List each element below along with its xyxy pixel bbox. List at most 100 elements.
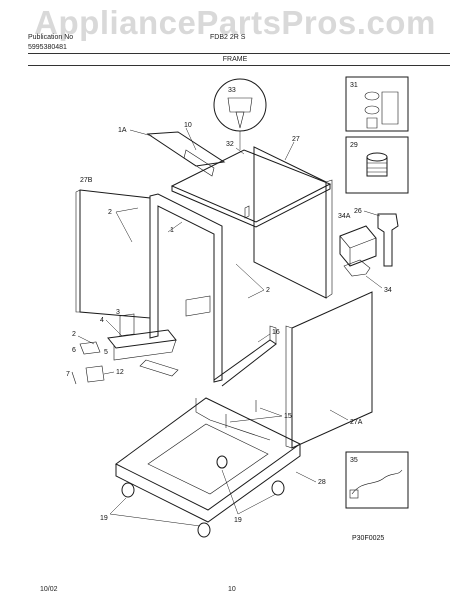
callout-34: 34 (384, 287, 392, 294)
callout-27b: 27B (80, 177, 93, 184)
model-number: FDB2 2R S (210, 34, 246, 41)
side-panel-27: 27 (253, 136, 333, 299)
rail-1a (146, 131, 226, 167)
top-panel-tab (244, 205, 250, 219)
inset-35-box (345, 451, 409, 509)
callout-32: 32 (226, 141, 234, 148)
frame-base-rail (213, 339, 277, 387)
top-panel: 32 (170, 141, 332, 228)
callout-5: 5 (104, 349, 108, 356)
callout-27: 27 (292, 136, 300, 143)
part-12-latch (85, 365, 105, 383)
callout-28: 28 (318, 479, 326, 486)
part-7-strip (139, 359, 179, 377)
side-panel-27b-face (79, 189, 151, 319)
side-panel-27b: 27B (75, 177, 151, 319)
callout-6: 6 (72, 347, 76, 354)
base-tub-recess (147, 423, 269, 495)
footer-date: 10/02 (40, 586, 58, 593)
leader-19-left-a (109, 497, 127, 515)
leader-10 (185, 127, 197, 151)
part-6-lever (79, 341, 101, 355)
control-bracket-face (113, 339, 177, 361)
callout-33: 33 (228, 87, 236, 94)
leader-27 (284, 141, 295, 161)
part-34a-bracket: 34A 34 (338, 213, 392, 294)
bracket-34a-body (339, 225, 377, 267)
inset-29: 29 (345, 136, 409, 194)
side-panel-27b-edge (75, 189, 81, 313)
callout-1a: 1A (118, 127, 127, 134)
inset-35: 35 (345, 451, 409, 509)
bracket-34a-edge-2 (349, 237, 377, 249)
callout-7: 7 (66, 371, 70, 378)
leader-1 (167, 221, 183, 233)
part-16: 16 (257, 329, 280, 343)
leader-12 (103, 371, 115, 375)
leader-27a (329, 409, 349, 421)
frame-brace (185, 295, 211, 317)
caster-rear-right (271, 480, 285, 496)
watermark: AppliancePartsPros.com (34, 4, 436, 41)
callout-31: 31 (350, 82, 358, 89)
callout-35: 35 (350, 457, 358, 464)
control-parts: 3 4 2 5 6 12 7 (66, 309, 179, 385)
callout-2-upper: 2 (108, 209, 112, 216)
inset-29-fitting-top (366, 152, 388, 162)
front-panel-27a-edge (285, 325, 293, 449)
front-panel-27a-face (291, 291, 373, 449)
rail-10 (183, 149, 215, 177)
callout-29: 29 (350, 142, 358, 149)
base-riser (195, 398, 271, 441)
leader-2-upper-b (115, 211, 133, 243)
publication-label: Publication No (28, 34, 74, 41)
inset-33-bolt-head (227, 97, 253, 113)
callout-2-left: 2 (72, 331, 76, 338)
footer-page-number: 10 (228, 586, 236, 593)
leader-15-b (259, 407, 283, 417)
callout-15: 15 (284, 413, 292, 420)
inset-29-box (345, 136, 409, 194)
callout-10: 10 (184, 122, 192, 129)
inset-35-cord (351, 469, 403, 495)
part-7-screw (71, 371, 77, 385)
leader-16 (257, 333, 271, 343)
front-panel-27a: 27A (285, 291, 373, 449)
leader-19-left-b (109, 513, 201, 527)
inset-31: 31 (345, 76, 409, 132)
callout-2-right: 2 (266, 287, 270, 294)
main-frame: 1 (149, 193, 277, 387)
leader-34 (365, 275, 383, 289)
casters-19: 19 19 (100, 455, 285, 538)
leader-32 (235, 147, 245, 155)
inset-33-circle (213, 78, 267, 132)
base-28: 28 (115, 397, 326, 523)
page-title: FRAME (222, 56, 248, 63)
part-34-clip (343, 259, 371, 277)
leader-15-a (229, 415, 283, 423)
leader-2-left (77, 335, 95, 345)
inset-31-ring-1 (364, 91, 380, 101)
inset-35-plug (349, 489, 359, 499)
header-rule-bottom (28, 65, 450, 66)
base-side (115, 444, 301, 523)
inset-31-box (345, 76, 409, 132)
leader-19-right-b (237, 493, 277, 515)
callout-26: 26 (354, 208, 362, 215)
top-panel-edge (171, 184, 331, 228)
callout-19-left: 19 (100, 515, 108, 522)
header-rule-top (28, 53, 450, 54)
caster-front-left (121, 482, 135, 498)
caster-front-right (197, 522, 211, 538)
figure-code: P30F0025 (352, 535, 384, 542)
callout-27a: 27A (350, 419, 363, 426)
leader-19-right-a (221, 469, 239, 515)
inset-31-fitting (381, 91, 399, 125)
part-26-elbow: 26 (354, 208, 399, 267)
leader-2-upper (115, 207, 139, 213)
side-panel-27-edge (325, 179, 333, 299)
publication-number: 5995380481 (28, 44, 67, 51)
top-panel-face (170, 149, 332, 223)
inset-33: 33 (213, 78, 267, 150)
